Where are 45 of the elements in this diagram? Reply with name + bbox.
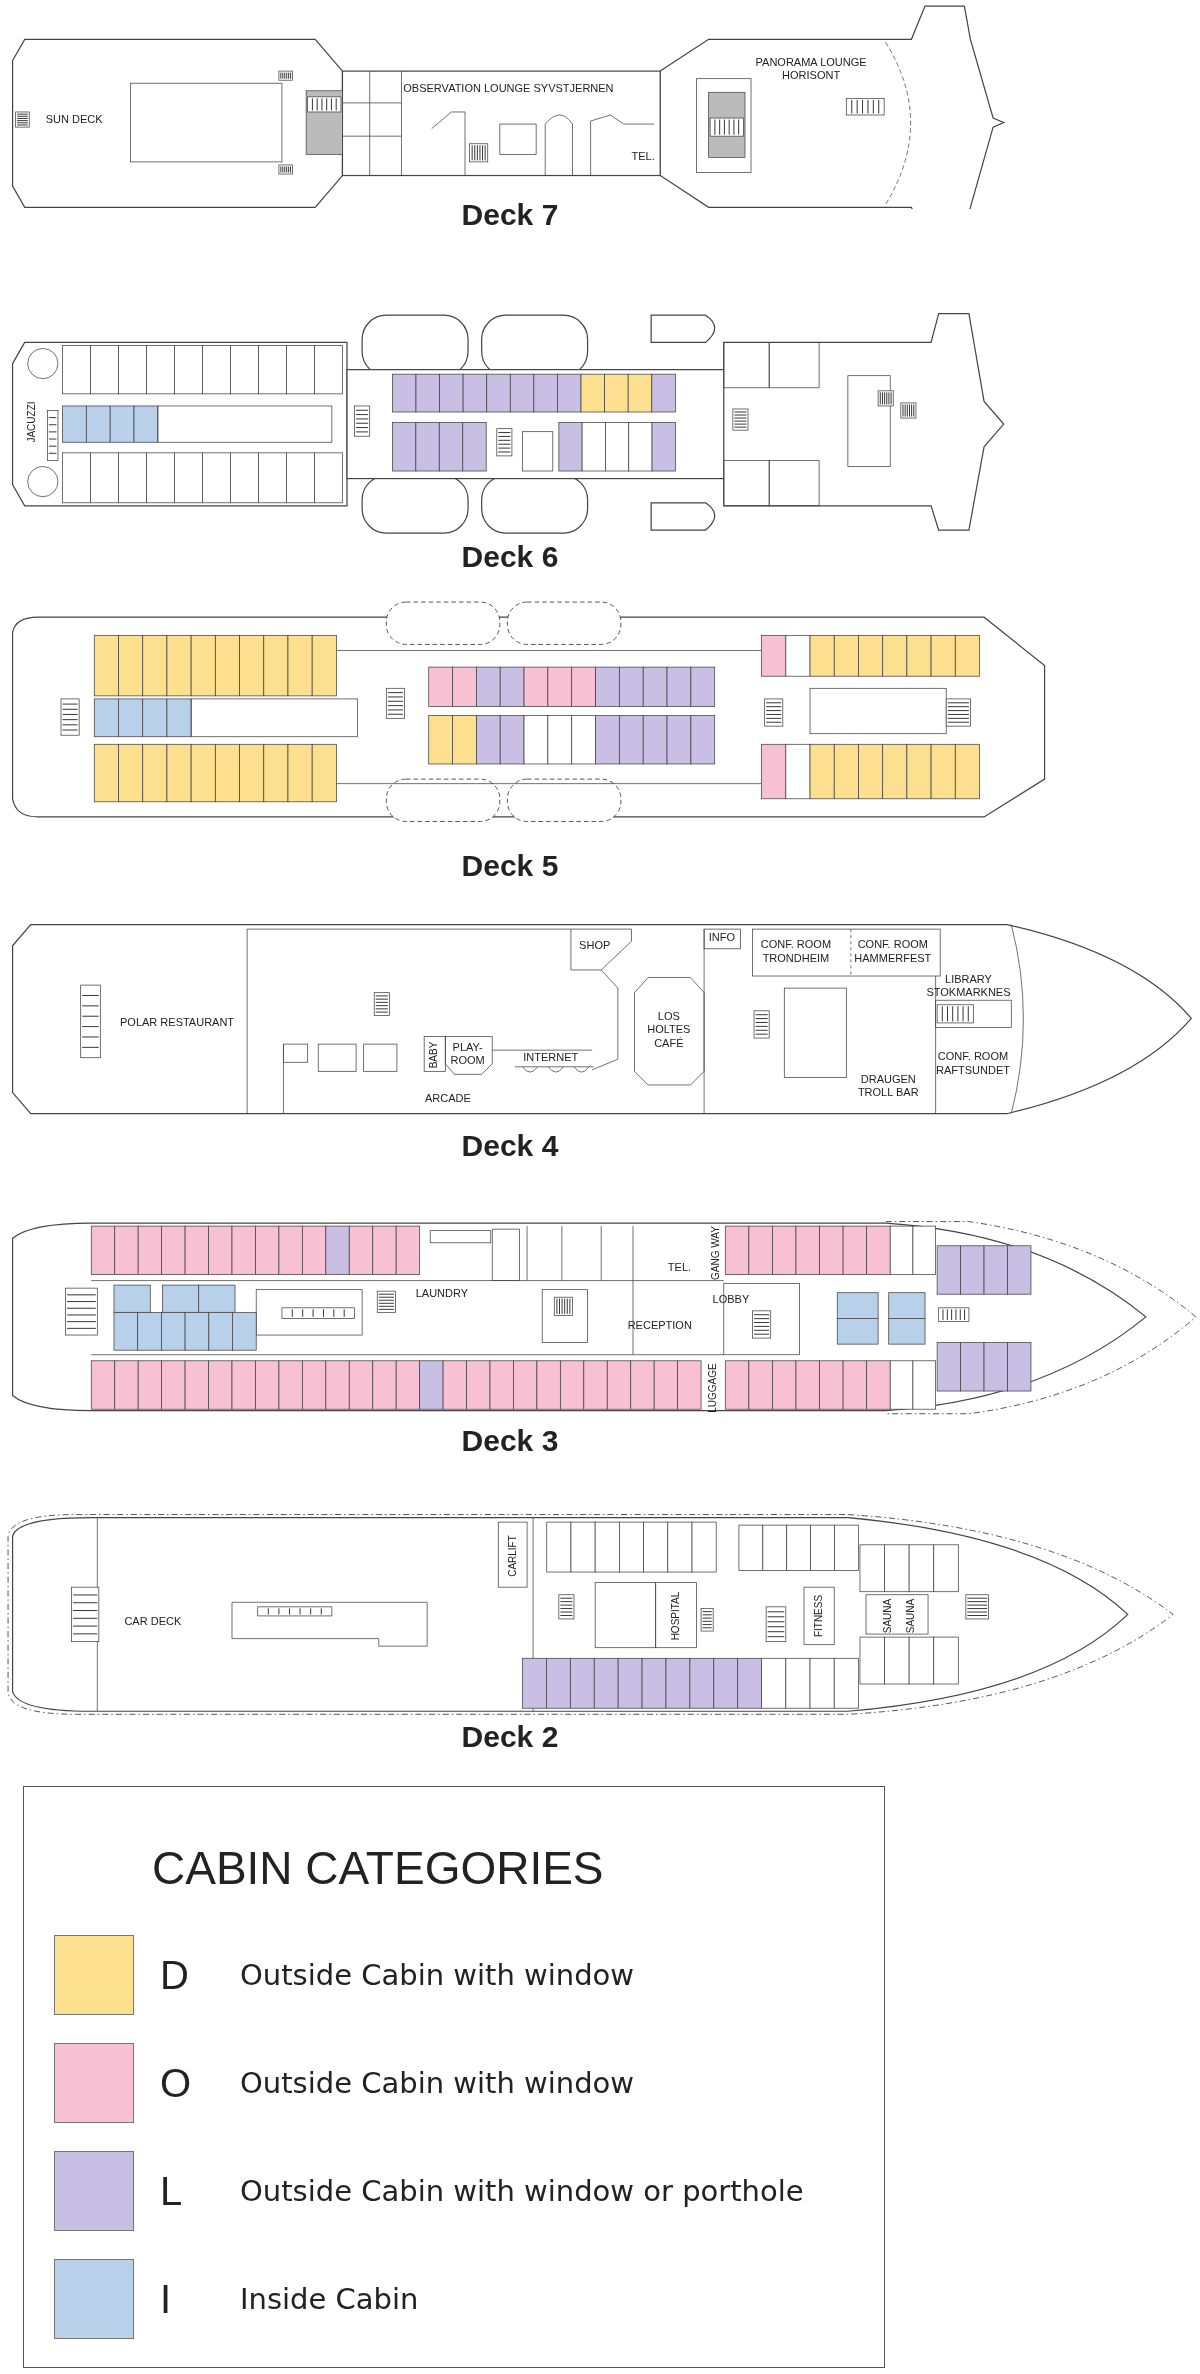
room-label: SUN DECK bbox=[45, 112, 103, 127]
room-label: TEL. bbox=[631, 150, 655, 165]
room-label: HOSPITAL bbox=[670, 1591, 683, 1641]
room-label: LUGGAGE bbox=[706, 1362, 719, 1413]
category-letter: I bbox=[160, 2279, 172, 2319]
deck-heading: Deck 5 bbox=[461, 850, 559, 881]
deck-heading: Deck 6 bbox=[461, 541, 559, 572]
room-label: SAUNA bbox=[904, 1598, 917, 1634]
legend-text: Outside Cabin with window bbox=[240, 1961, 635, 1990]
room-label: SAUNA bbox=[882, 1598, 894, 1634]
room-label: INFO bbox=[708, 931, 735, 946]
room-label: LOS HOLTES CAFÉ bbox=[646, 1009, 692, 1052]
room-label: FITNESS bbox=[812, 1595, 825, 1638]
room-label: ARCADE bbox=[425, 1091, 471, 1106]
room-label: CONF. ROOM HAMMERFEST bbox=[853, 938, 933, 966]
legend-title: CABIN CATEGORIES bbox=[152, 1845, 604, 1891]
room-label: LOBBY bbox=[712, 1293, 750, 1307]
room-label: LAUNDRY bbox=[415, 1286, 469, 1301]
room-label: DRAUGEN TROLL BAR bbox=[856, 1072, 920, 1101]
legend-text: Outside Cabin with window bbox=[240, 2069, 635, 2098]
room-label: LIBRARY STOKMARKNES bbox=[926, 972, 1011, 1001]
room-label: PLAY-ROOM bbox=[449, 1040, 486, 1069]
room-label: PANORAMA LOUNGE HORISONT bbox=[754, 55, 868, 84]
category-letter: D bbox=[160, 1955, 189, 1995]
room-label: CAR DECK bbox=[124, 1615, 182, 1630]
room-label: RECEPTION bbox=[627, 1318, 692, 1333]
legend-text: Outside Cabin with window or porthole bbox=[240, 2177, 804, 2206]
legend-text: Inside Cabin bbox=[240, 2285, 419, 2314]
room-label: INTERNET bbox=[523, 1050, 579, 1065]
room-label: CARLIFT bbox=[506, 1534, 519, 1577]
deck-heading: Deck 7 bbox=[461, 199, 559, 230]
room-label: TEL. bbox=[667, 1261, 692, 1275]
room-label: JACUZZI bbox=[25, 401, 38, 443]
deck-heading: Deck 4 bbox=[461, 1130, 559, 1161]
room-label: SHOP bbox=[579, 938, 611, 953]
room-label: CONF. ROOM TRONDHEIM bbox=[759, 938, 833, 966]
category-letter: O bbox=[160, 2063, 192, 2103]
deck-heading: Deck 2 bbox=[461, 1722, 559, 1753]
room-label: BABY bbox=[428, 1041, 441, 1069]
room-label: POLAR RESTAURANT bbox=[120, 1016, 235, 1030]
room-label: CONF. ROOM RAFTSUNDET bbox=[935, 1050, 1011, 1078]
room-label: GANG WAY bbox=[709, 1226, 722, 1280]
room-label: OBSERVATION LOUNGE SYVSTJERNEN bbox=[403, 82, 614, 97]
category-letter: L bbox=[160, 2171, 183, 2211]
deck-heading: Deck 3 bbox=[461, 1425, 559, 1456]
